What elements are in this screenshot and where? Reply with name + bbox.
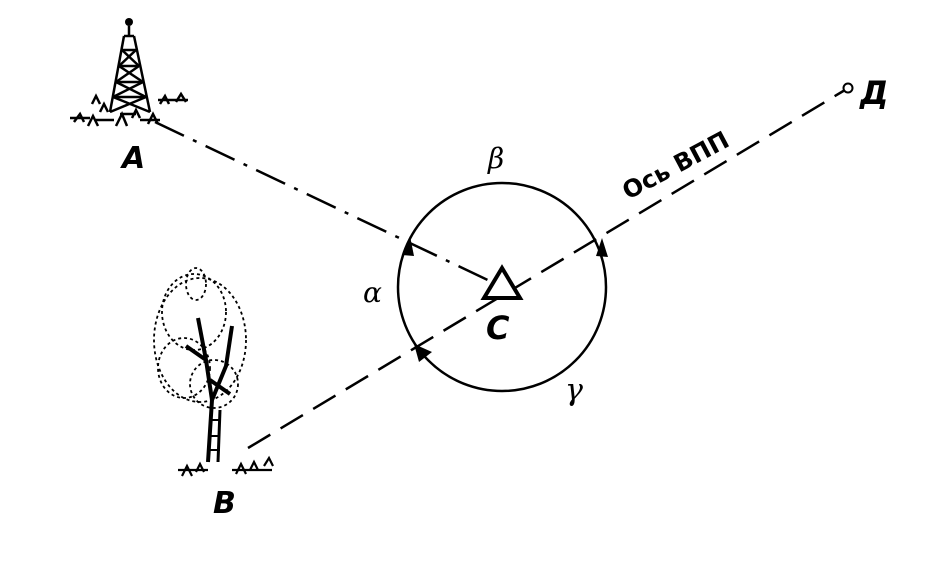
radio-tower-icon bbox=[70, 18, 188, 127]
line-a-c bbox=[154, 120, 493, 284]
point-c-label: С bbox=[486, 309, 510, 347]
runway-axis-label: Ось ВПП bbox=[618, 126, 734, 205]
angle-circle bbox=[396, 181, 608, 393]
angle-alpha-label: α bbox=[363, 276, 382, 309]
triangle-station-icon bbox=[480, 264, 524, 300]
arrow-alpha-icon bbox=[402, 236, 414, 256]
point-b-label: В bbox=[213, 486, 236, 521]
angle-beta-label: β bbox=[487, 142, 504, 175]
point-a-label: А bbox=[120, 141, 145, 176]
arrow-beta-icon bbox=[596, 238, 608, 257]
point-d-label: Д bbox=[859, 74, 889, 112]
runway-axis-line bbox=[247, 88, 846, 450]
tree-icon bbox=[153, 267, 274, 477]
angle-gamma-label: γ bbox=[565, 373, 583, 408]
arrow-gamma-icon bbox=[414, 344, 432, 362]
point-d-marker bbox=[842, 82, 854, 94]
